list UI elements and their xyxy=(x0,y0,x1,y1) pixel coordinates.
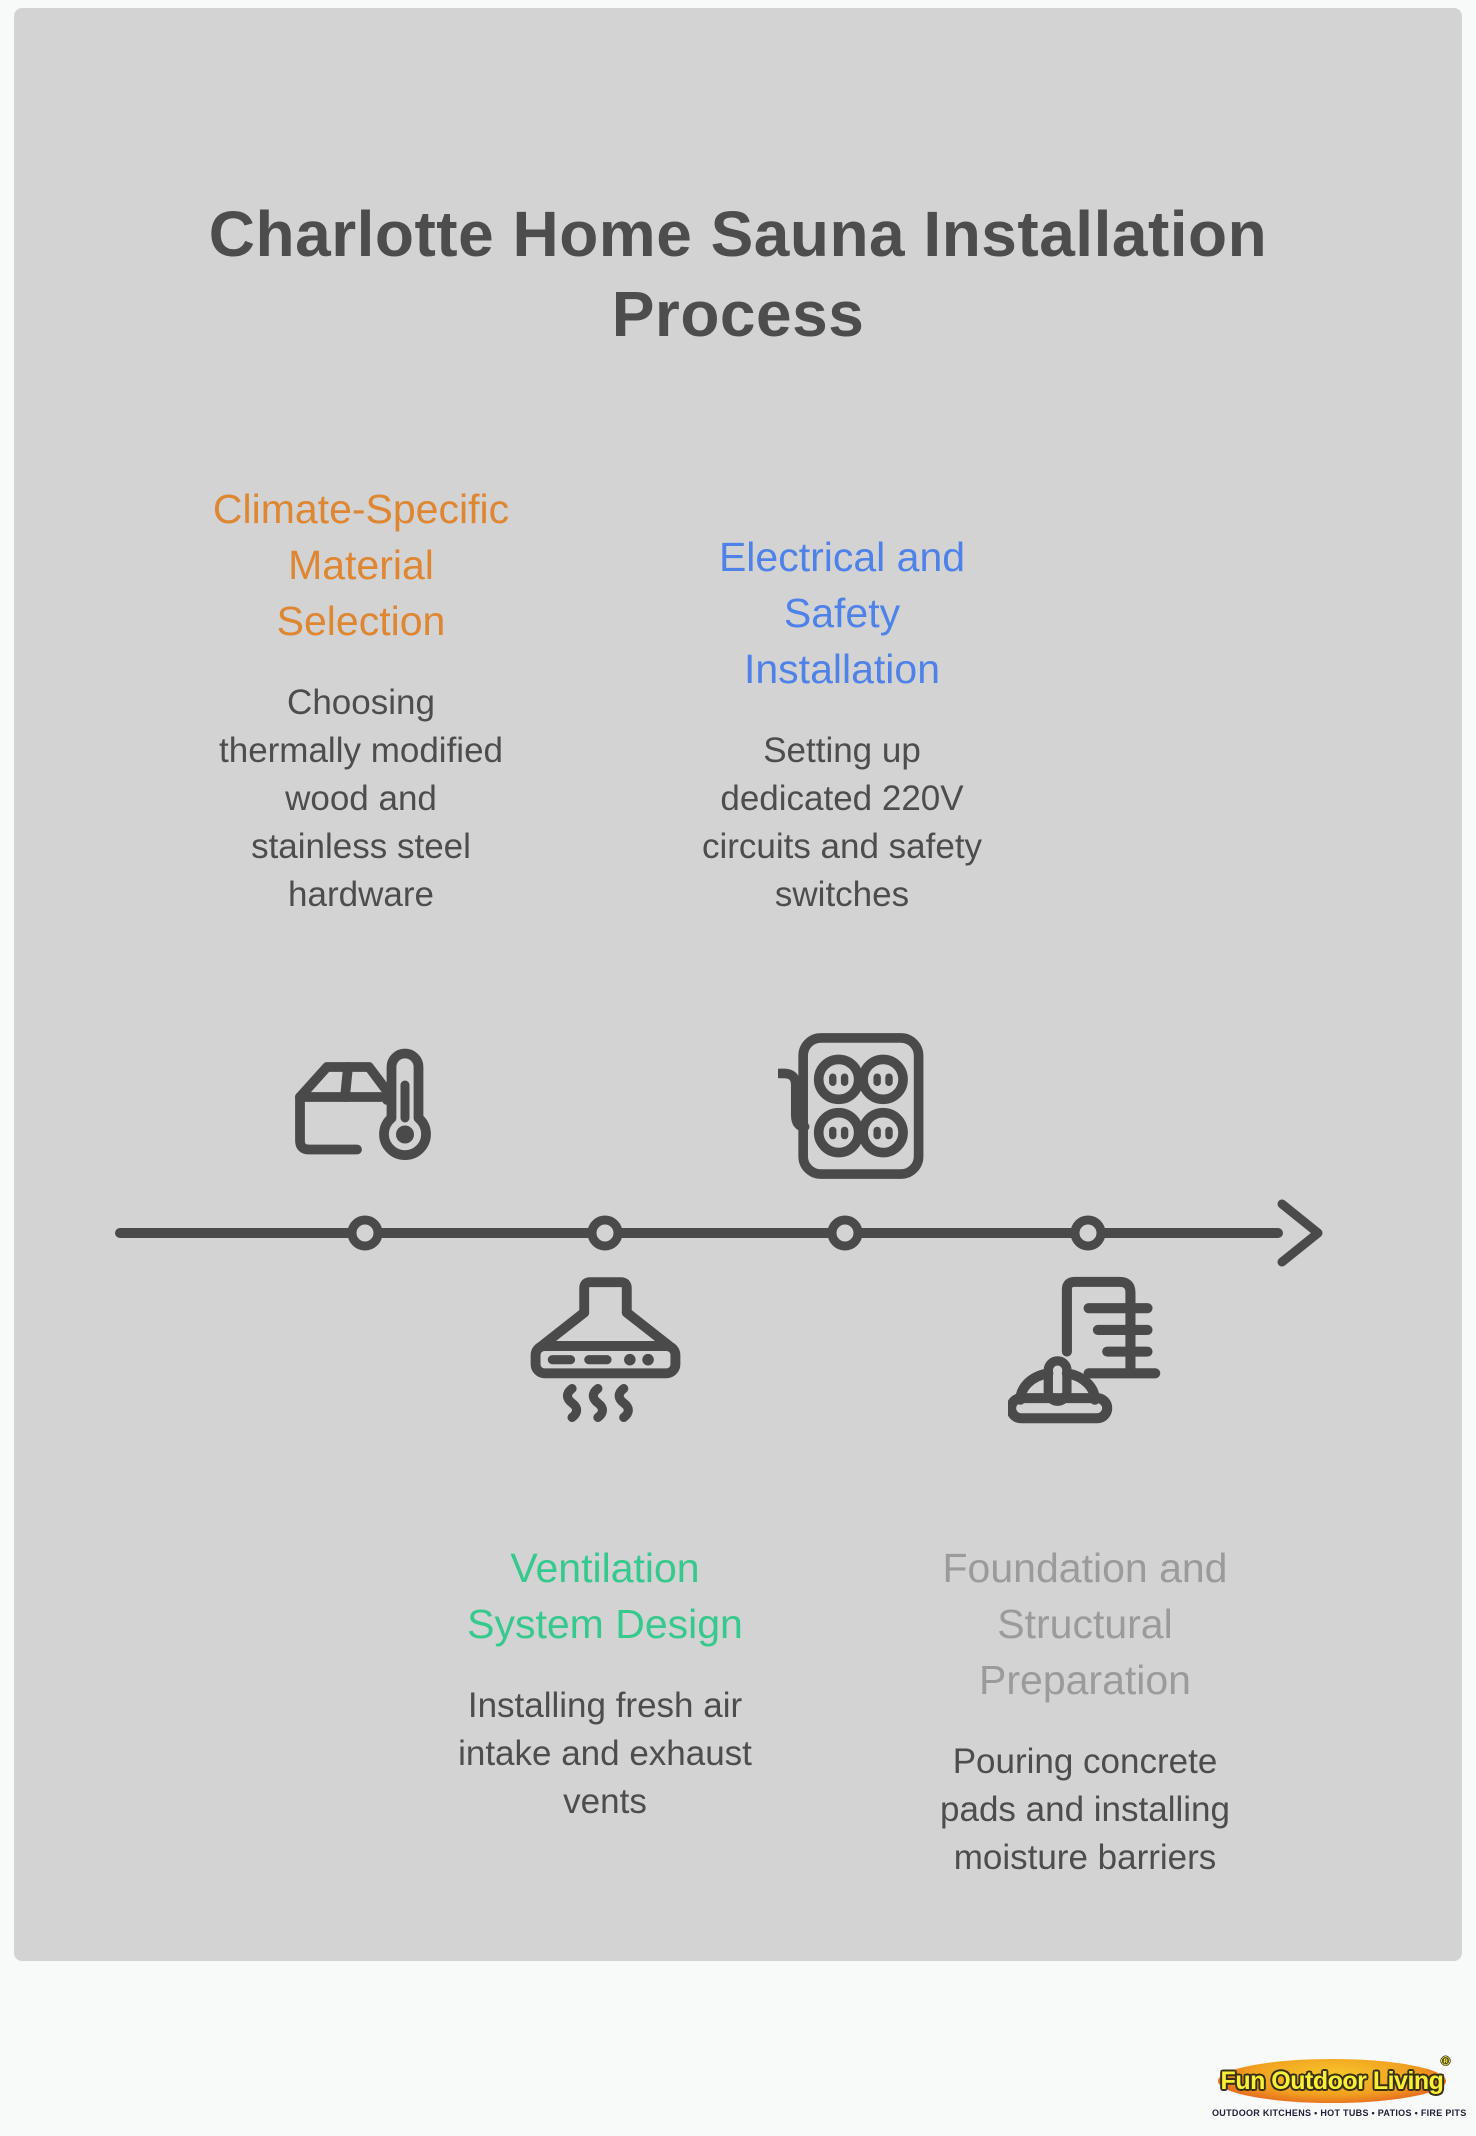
timeline-axis xyxy=(115,1199,1323,1267)
logo-oval-background xyxy=(1218,2059,1446,2103)
step-climate-material: Climate-Specific Material Selection Choo… xyxy=(191,481,531,919)
timeline-node xyxy=(1070,1215,1106,1251)
step-description: Choosing thermally modified wood and sta… xyxy=(219,683,503,914)
construction-helmet-icon xyxy=(1008,1271,1163,1426)
step-heading: Ventilation System Design xyxy=(467,1545,743,1647)
timeline-node xyxy=(347,1215,383,1251)
brand-logo: Fun Outdoor Living ® OUTDOOR KITCHENS • … xyxy=(1212,2054,1466,2126)
step-description: Pouring concrete pads and installing moi… xyxy=(940,1742,1230,1877)
infographic-card: Charlotte Home Sauna Installation Proces… xyxy=(14,8,1462,1961)
timeline-arrowhead-icon xyxy=(1277,1199,1323,1267)
logo-brand-name: Fun Outdoor Living xyxy=(1220,2067,1444,2095)
step-heading: Foundation and Structural Preparation xyxy=(942,1545,1228,1703)
logo-tagline: OUTDOOR KITCHENS • HOT TUBS • PATIOS • F… xyxy=(1212,2108,1467,2118)
step-electrical-safety: Electrical and Safety Installation Setti… xyxy=(672,529,1012,919)
registered-trademark-symbol: ® xyxy=(1441,2054,1450,2068)
step-heading: Climate-Specific Material Selection xyxy=(212,486,510,644)
power-outlet-panel-icon xyxy=(778,1028,926,1184)
step-foundation-prep: Foundation and Structural Preparation Po… xyxy=(915,1540,1255,1882)
page-title: Charlotte Home Sauna Installation Proces… xyxy=(208,198,1268,350)
step-description: Setting up dedicated 220V circuits and s… xyxy=(701,731,983,914)
step-ventilation-design: Ventilation System Design Installing fre… xyxy=(435,1540,775,1826)
timeline-node xyxy=(587,1215,623,1251)
step-heading: Electrical and Safety Installation xyxy=(718,534,966,692)
ventilation-hood-icon xyxy=(528,1270,683,1422)
timeline-node xyxy=(827,1215,863,1251)
step-description: Installing fresh air intake and exhaust … xyxy=(458,1686,752,1821)
package-thermometer-icon xyxy=(280,1034,440,1184)
